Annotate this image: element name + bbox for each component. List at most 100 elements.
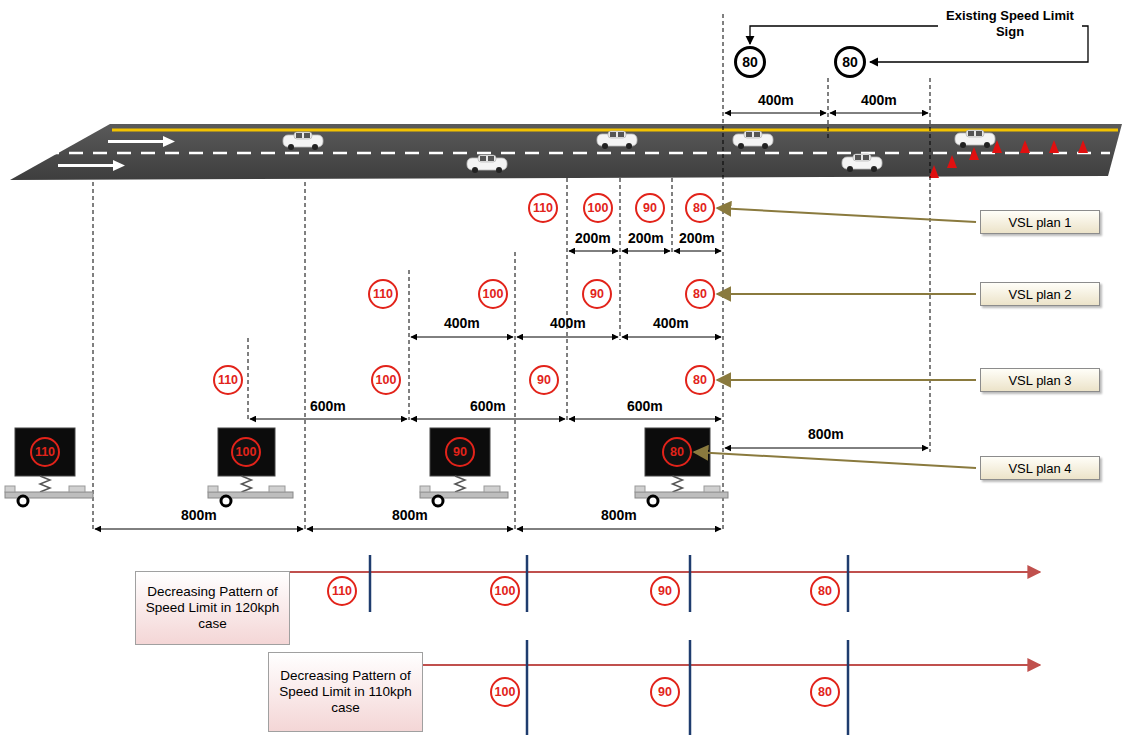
- lane-arrows: [58, 136, 175, 171]
- plan-box: VSL plan 1: [980, 210, 1100, 234]
- node-text: 110: [218, 373, 238, 387]
- node-text: 100: [376, 373, 397, 387]
- cone: [1078, 140, 1088, 153]
- speed-limit-circle: 80: [685, 193, 715, 223]
- plan-arrow: [717, 379, 976, 381]
- speed-limit-circle: 90: [529, 365, 559, 395]
- reference-lines: [93, 14, 930, 530]
- node-text: 90: [658, 584, 672, 598]
- speed-limit-circle: 100: [490, 677, 520, 707]
- node-text: VSL plan 3: [1008, 373, 1071, 388]
- node-text: 100: [495, 584, 516, 598]
- node-text: 110: [373, 287, 393, 301]
- distance-label: 400m: [444, 315, 480, 331]
- node-text: 80: [818, 685, 832, 699]
- node-text: 90: [590, 287, 604, 301]
- car: [733, 131, 773, 149]
- node-text: 80: [742, 54, 758, 70]
- node-text: 90: [537, 373, 551, 387]
- pattern-box: Decreasing Pattern of Speed Limit in 120…: [135, 571, 290, 645]
- node-text: 80: [818, 584, 832, 598]
- distance-label: 800m: [601, 507, 637, 523]
- cone: [947, 155, 957, 168]
- node-text: 90: [453, 445, 467, 459]
- cone: [1049, 140, 1059, 153]
- node-text: VSL plan 2: [1008, 287, 1071, 302]
- distance-label: 200m: [628, 230, 664, 246]
- pattern-box: Decreasing Pattern of Speed Limit in 110…: [268, 652, 423, 732]
- plan-box: VSL plan 3: [980, 368, 1100, 392]
- speed-limit-circle: 110: [213, 365, 243, 395]
- distance-label: 200m: [679, 230, 715, 246]
- vms-trailers: [5, 428, 728, 506]
- plan-arrow: [717, 293, 976, 295]
- car: [955, 130, 995, 148]
- vms-speed-display: 80: [662, 437, 692, 467]
- speed-limit-circle: 110: [368, 279, 398, 309]
- node-text: VSL plan 1: [1008, 215, 1071, 230]
- plan-box: VSL plan 4: [980, 456, 1100, 480]
- speed-limit-circle: 80: [685, 365, 715, 395]
- car: [597, 131, 637, 149]
- vms-speed-display: 110: [30, 437, 60, 467]
- node-text: 100: [236, 445, 257, 459]
- distance-label: 600m: [470, 398, 506, 414]
- speed-limit-circle: 100: [478, 279, 508, 309]
- vms-trailer: [420, 428, 508, 506]
- lane-line: [45, 152, 1110, 155]
- node-text: 110: [533, 201, 553, 215]
- speed-limit-circle: 90: [582, 279, 612, 309]
- speed-limit-circle: 110: [528, 193, 558, 223]
- vms-trailer: [208, 428, 293, 506]
- node-text: VSL plan 4: [1008, 461, 1071, 476]
- car: [842, 154, 882, 172]
- distance-label: 600m: [627, 398, 663, 414]
- speed-limit-circle: 90: [650, 677, 680, 707]
- speed-limit-circle: 100: [490, 576, 520, 606]
- node-text: 110: [35, 445, 55, 459]
- node-text: 110: [332, 584, 352, 598]
- node-text: 80: [842, 54, 858, 70]
- plan-box: VSL plan 2: [980, 282, 1100, 306]
- dimension-arrows: [95, 113, 928, 529]
- vms-trailer: [635, 428, 728, 506]
- distance-label: 400m: [861, 92, 897, 108]
- node-text: 80: [693, 201, 707, 215]
- distance-label: 600m: [310, 398, 346, 414]
- plan-arrow: [694, 452, 976, 468]
- node-text: 80: [693, 287, 707, 301]
- distance-label: 400m: [758, 92, 794, 108]
- node-text: 100: [483, 287, 504, 301]
- node-text: 90: [658, 685, 672, 699]
- cars: [283, 130, 995, 173]
- speed-limit-circle: 80: [685, 279, 715, 309]
- distance-label: 800m: [392, 507, 428, 523]
- node-text: 80: [670, 445, 684, 459]
- speed-limit-circle: 100: [583, 193, 613, 223]
- vms-trailer: [5, 428, 93, 506]
- speed-limit-sign: 80: [834, 46, 866, 78]
- sign-bracket: [750, 26, 1088, 62]
- node-text: 100: [588, 201, 609, 215]
- cone: [992, 140, 1002, 153]
- distance-label: 200m: [575, 230, 611, 246]
- speed-limit-circle: 110: [327, 576, 357, 606]
- node-text: 80: [693, 373, 707, 387]
- speed-limit-circle: 90: [650, 576, 680, 606]
- traffic-cones: [929, 140, 1088, 178]
- speed-limit-circle: 80: [810, 677, 840, 707]
- distance-label: 800m: [808, 426, 844, 442]
- node-text: Decreasing Pattern of Speed Limit in 110…: [277, 668, 414, 717]
- speed-limit-sign: 80: [734, 46, 766, 78]
- distance-label: 800m: [181, 507, 217, 523]
- vms-speed-display: 100: [231, 437, 261, 467]
- speed-limit-circle: 100: [371, 365, 401, 395]
- car: [283, 132, 323, 150]
- road: [10, 124, 1122, 180]
- car: [467, 155, 507, 173]
- plan-arrow: [717, 208, 976, 222]
- node-text: Decreasing Pattern of Speed Limit in 120…: [144, 584, 281, 633]
- distance-label: 400m: [653, 315, 689, 331]
- speed-limit-circle: 90: [635, 193, 665, 223]
- cone: [1020, 140, 1030, 153]
